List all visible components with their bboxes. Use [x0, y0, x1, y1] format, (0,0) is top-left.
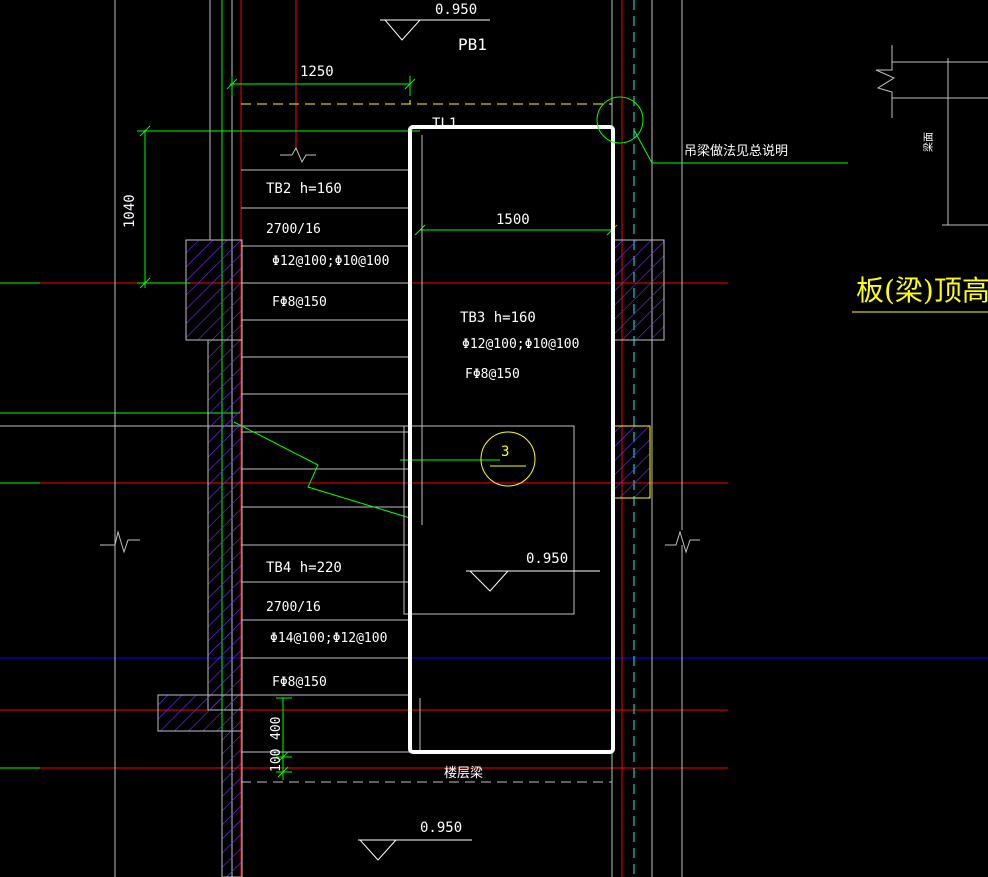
level-symbols [358, 19, 600, 861]
hatched-walls [157, 239, 665, 877]
tl1-label: TL1 [432, 116, 457, 132]
landing-outline [403, 425, 575, 615]
tb2-steps: 2700/16 [266, 222, 321, 237]
floor-beam-label: 楼层梁 [444, 766, 483, 781]
dim-1500: 1500 [496, 212, 530, 228]
section-mark-number: 3 [501, 444, 509, 460]
tb3-title: TB3 h=160 [460, 310, 536, 326]
dimension-lines [137, 76, 848, 780]
break-symbols [100, 146, 700, 554]
section-mark-circle [480, 431, 536, 487]
right-detail [875, 45, 988, 226]
right-small-label: 梁面 [922, 132, 935, 152]
dim-100: 100 [269, 749, 284, 772]
level-label-top: 0.950 [435, 2, 477, 18]
tb4-rebar-main: Φ14@100;Φ12@100 [270, 631, 387, 646]
callout-circle [596, 96, 644, 144]
highlight-rectangle[interactable] [408, 125, 615, 754]
tb4-rebar-dist: FΦ8@150 [272, 675, 327, 690]
tb2-rebar-dist: FΦ8@150 [272, 295, 327, 310]
level-label-bottom: 0.950 [420, 820, 462, 836]
stair-treads [241, 169, 410, 696]
pb1-label: PB1 [458, 35, 487, 54]
dim-400: 400 [269, 717, 284, 740]
tb4-title: TB4 h=220 [266, 560, 342, 576]
tb3-rebar-dist: FΦ8@150 [465, 367, 520, 382]
hang-beam-note: 吊梁做法见总说明 [684, 144, 788, 159]
dim-1040: 1040 [122, 194, 138, 228]
tb3-rebar-main: Φ12@100;Φ10@100 [462, 337, 579, 352]
tb2-rebar-main: Φ12@100;Φ10@100 [272, 254, 389, 269]
tb2-title: TB2 h=160 [266, 181, 342, 197]
dim-1250: 1250 [300, 64, 334, 80]
tb4-steps: 2700/16 [266, 600, 321, 615]
level-label-mid: 0.950 [526, 551, 568, 567]
horizontal-axis-lines [0, 282, 988, 769]
right-note: 板(梁)顶高于梁 [856, 274, 988, 307]
